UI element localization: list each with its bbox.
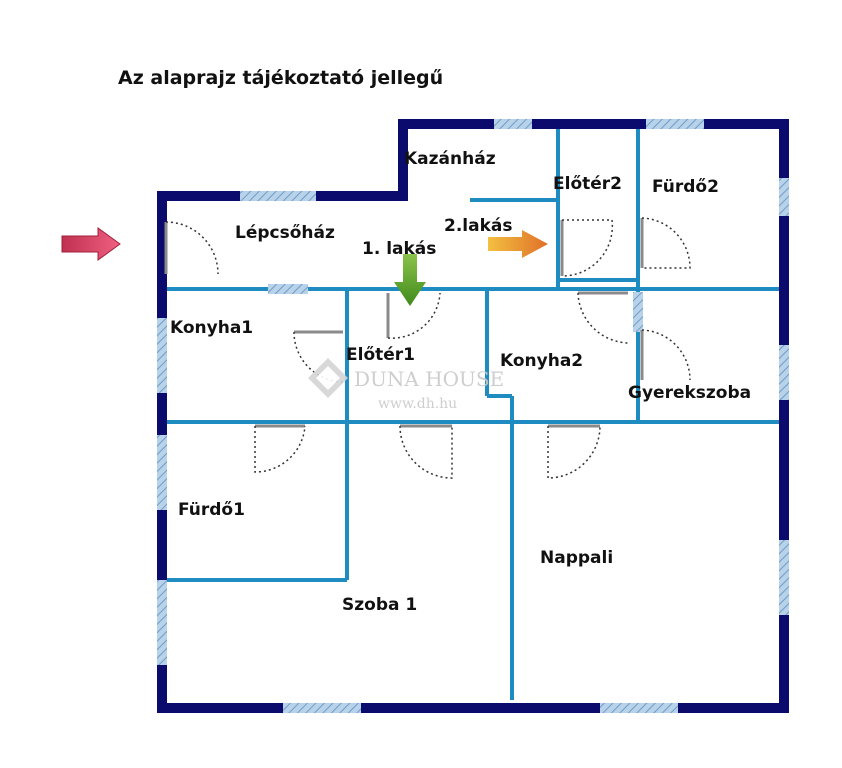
window-konyha1-left: [157, 318, 167, 393]
window-kazanhaz-top: [494, 119, 532, 129]
duna-house-watermark: DUNA HOUSE www.dh.hu: [308, 358, 504, 412]
door-nappali: [547, 424, 601, 479]
door-konyha1: [293, 330, 344, 383]
plan-title: Az alaprajz tájékoztató jellegű: [118, 67, 443, 89]
door-szoba1: [399, 424, 453, 479]
room-label-eloter2: Előtér2: [553, 174, 622, 194]
room-label-nappali: Nappali: [540, 548, 613, 568]
room-label-lepcsohaz: Lépcsőház: [235, 223, 335, 243]
room-label-kazanhaz: Kazánház: [404, 149, 496, 169]
door-konyha2-top: [577, 291, 629, 344]
room-label-konyha1: Konyha1: [170, 318, 253, 338]
watermark-brand: DUNA HOUSE: [354, 367, 504, 391]
room-label-eloter1: Előtér1: [346, 345, 415, 365]
apartment2-arrow-icon: [488, 230, 548, 258]
room-label-konyha2: Konyha2: [500, 351, 583, 371]
window-szoba1-bottom: [283, 703, 361, 713]
windows: [157, 119, 789, 713]
door-entrance: [164, 221, 219, 275]
door-furdo1: [254, 424, 306, 473]
apartment1-arrow-icon: [394, 254, 426, 306]
door-eloter2: [560, 219, 614, 277]
window-nappali-right: [779, 540, 789, 615]
window-nappali-bottom: [600, 703, 678, 713]
watermark-url: www.dh.hu: [378, 396, 457, 412]
apartment-label-1: 1. lakás: [362, 239, 436, 259]
window-gyerek-right: [779, 345, 789, 400]
window-gyerek-left: [633, 292, 643, 332]
room-label-szoba1: Szoba 1: [342, 595, 417, 615]
duna-house-logo-icon: [308, 358, 348, 398]
interior-walls: [162, 128, 784, 700]
window-furdo2-top: [646, 119, 704, 129]
room-label-furdo2: Fürdő2: [652, 177, 719, 197]
apartment-label-2: 2.lakás: [444, 216, 512, 236]
door-gyerekszoba: [640, 329, 691, 381]
entry-arrow-icon: [61, 227, 121, 261]
window-furdo2-right: [779, 178, 789, 216]
window-furdo1-left: [157, 435, 167, 510]
door-eloter1-entry: [386, 292, 441, 339]
doors: [164, 217, 691, 479]
window-konyha1-top: [268, 284, 308, 294]
outer-walls: [157, 119, 789, 713]
window-lepcsohaz-top: [240, 191, 316, 201]
door-furdo2: [640, 217, 691, 269]
room-label-furdo1: Fürdő1: [178, 500, 245, 520]
outer-wall-outline: [157, 119, 789, 713]
room-label-gyerekszoba: Gyerekszoba: [628, 383, 751, 403]
window-szoba1-left: [157, 580, 167, 665]
